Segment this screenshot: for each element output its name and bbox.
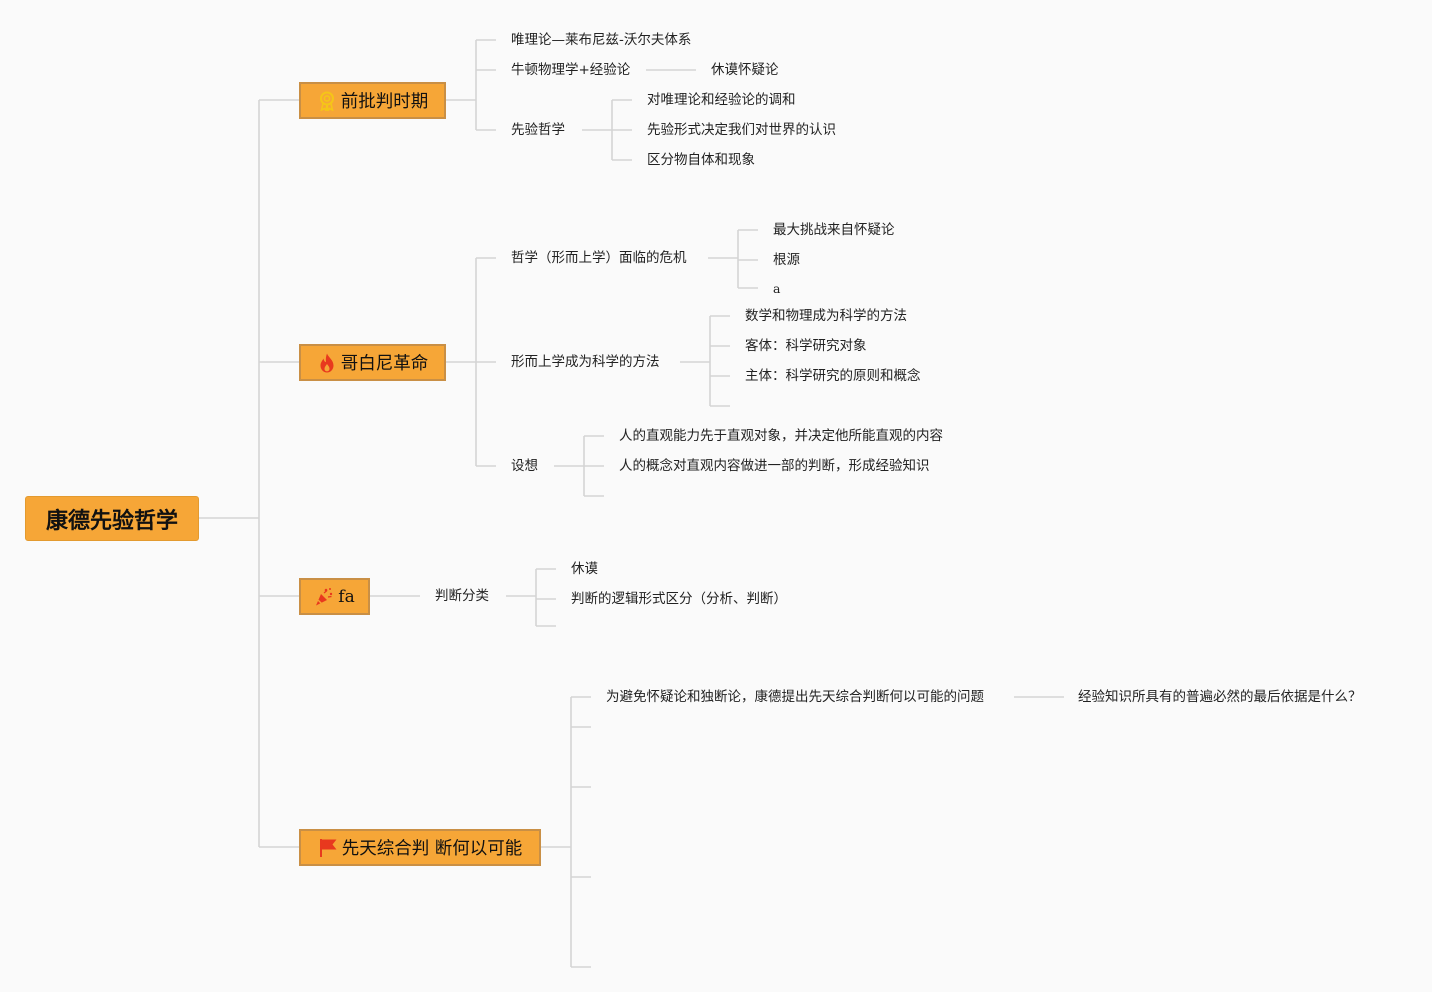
flag-icon (318, 838, 338, 858)
node-leibniz[interactable]: 唯理论—莱布尼兹-沃尔夫体系 (511, 32, 692, 48)
node-hume-skepticism[interactable]: 休谟怀疑论 (711, 62, 779, 78)
node-final-basis[interactable]: 经验知识所具有的普遍必然的最后依据是什么？ (1078, 689, 1362, 705)
node-question[interactable]: 为避免怀疑论和独断论，康德提出先天综合判断何以可能的问题 (606, 689, 984, 705)
topic-label: fa (338, 586, 355, 607)
topic-pre-critical[interactable]: 前批判时期 (299, 82, 446, 119)
ribbon-award-icon (317, 91, 337, 111)
node-transcendental[interactable]: 先验哲学 (511, 122, 565, 138)
node-crisis[interactable]: 哲学（形而上学）面临的危机 (511, 250, 687, 266)
node-judgment-classification[interactable]: 判断分类 (435, 588, 489, 604)
topic-synthetic-apriori[interactable]: 先天综合判 断何以可能 (299, 829, 541, 866)
node-metaphysics-method[interactable]: 形而上学成为科学的方法 (511, 354, 660, 370)
party-popper-icon (314, 587, 334, 607)
node-math-physics[interactable]: 数学和物理成为科学的方法 (745, 308, 907, 324)
topic-fa[interactable]: fa (299, 578, 370, 615)
topic-label: 前批判时期 (340, 92, 429, 112)
node-newton[interactable]: 牛顿物理学+经验论 (511, 62, 631, 78)
node-apriori-forms[interactable]: 先验形式决定我们对世界的认识 (647, 122, 836, 138)
node-concept[interactable]: 人的概念对直观内容做进一部的判断，形成经验知识 (619, 458, 930, 474)
node-thing-in-itself[interactable]: 区分物自体和现象 (647, 152, 755, 168)
node-reconcile[interactable]: 对唯理论和经验论的调和 (647, 92, 796, 108)
node-root-cause[interactable]: 根源 (773, 252, 800, 268)
fire-icon (317, 353, 337, 373)
node-logical-form[interactable]: 判断的逻辑形式区分（分析、判断） (571, 591, 787, 607)
node-challenge[interactable]: 最大挑战来自怀疑论 (773, 222, 895, 238)
root-node[interactable]: 康德先验哲学 (25, 496, 199, 541)
node-a[interactable]: a (773, 281, 781, 296)
node-intuition[interactable]: 人的直观能力先于直观对象，并决定他所能直观的内容 (619, 428, 943, 444)
node-hypothesis[interactable]: 设想 (511, 458, 538, 474)
topic-label: 哥白尼革命 (340, 354, 429, 374)
node-object[interactable]: 客体：科学研究对象 (745, 338, 867, 354)
node-subject[interactable]: 主体：科学研究的原则和概念 (745, 368, 921, 384)
topic-label: 先天综合判 断何以可能 (341, 839, 523, 859)
root-label: 康德先验哲学 (45, 508, 178, 534)
topic-copernican[interactable]: 哥白尼革命 (299, 344, 446, 381)
node-hume[interactable]: 休谟 (571, 561, 598, 577)
